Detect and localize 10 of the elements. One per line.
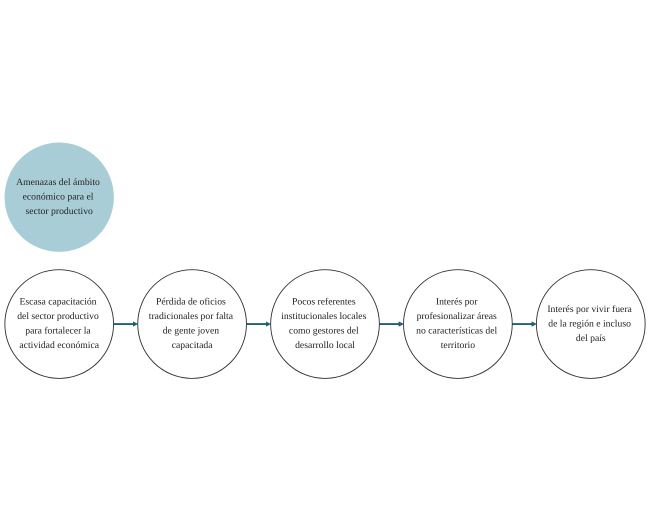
node-circle: Interés por vivir fuera de la región e incluso del país	[536, 270, 646, 380]
node-circle: Interés por profesionalizar áreas no características del territorio	[403, 270, 513, 380]
arrow	[512, 322, 537, 328]
arrow	[114, 322, 138, 328]
node-circle: Pocos referentes institucionales locales como gestores del desarrollo local	[270, 270, 380, 380]
arrow	[246, 322, 271, 328]
node-circle: Amenazas del ámbito económico para el sector productivo	[4, 142, 114, 252]
node-circle: Escasa capacitación del sector productivo para fortalecer la actividad económica	[4, 270, 114, 380]
node-circle: Pérdida de oficios tradicionales por falta de gente joven capacitada	[137, 270, 247, 380]
arrow	[379, 322, 404, 328]
